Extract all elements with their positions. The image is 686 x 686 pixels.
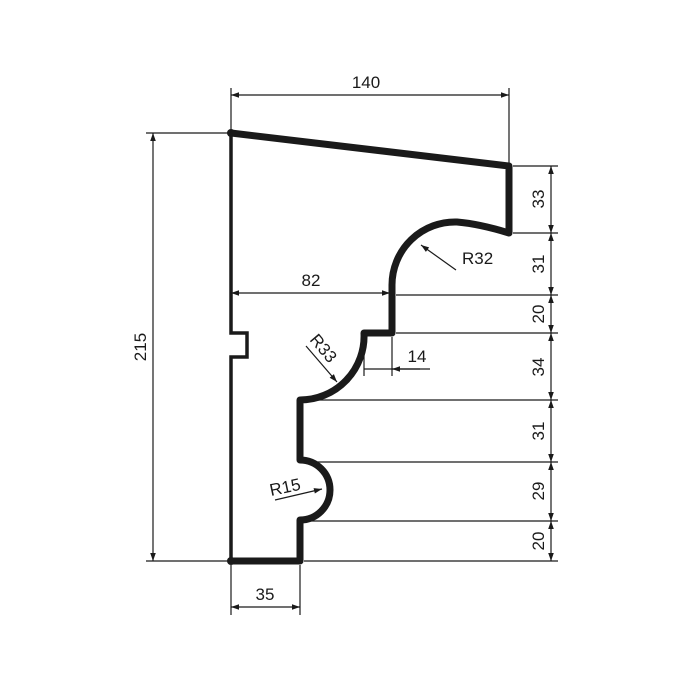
radius-r15: R15 <box>268 475 323 501</box>
dimension-label: 34 <box>529 358 548 377</box>
dimension-label: 82 <box>302 271 321 290</box>
dimension-35: 35 <box>230 565 301 615</box>
radius-r33: R33 <box>305 330 341 383</box>
dimension-label: 33 <box>529 190 548 209</box>
radius-label: R33 <box>306 330 341 366</box>
dimension-label: 140 <box>352 73 380 92</box>
dimension-label: 35 <box>256 585 275 604</box>
dimension-label: 29 <box>529 482 548 501</box>
profile-outline <box>227 129 513 565</box>
dimension-215: 215 <box>131 132 231 562</box>
dimension-82: 82 <box>231 271 390 296</box>
dimension-label: 20 <box>529 305 548 324</box>
radius-label: R32 <box>462 249 493 268</box>
dimension-label: 14 <box>408 347 427 366</box>
dimension-label: 215 <box>131 333 150 361</box>
dimension-140: 140 <box>230 73 510 166</box>
radius-label: R15 <box>268 475 302 500</box>
dimension-label: 31 <box>529 422 548 441</box>
dimension-label: 31 <box>529 255 548 274</box>
dimension-label: 20 <box>529 532 548 551</box>
radius-r32: R32 <box>420 244 493 271</box>
dimension-14: 14 <box>363 337 430 376</box>
right-dimension-stack: 33 31 20 34 31 29 20 <box>304 165 558 562</box>
